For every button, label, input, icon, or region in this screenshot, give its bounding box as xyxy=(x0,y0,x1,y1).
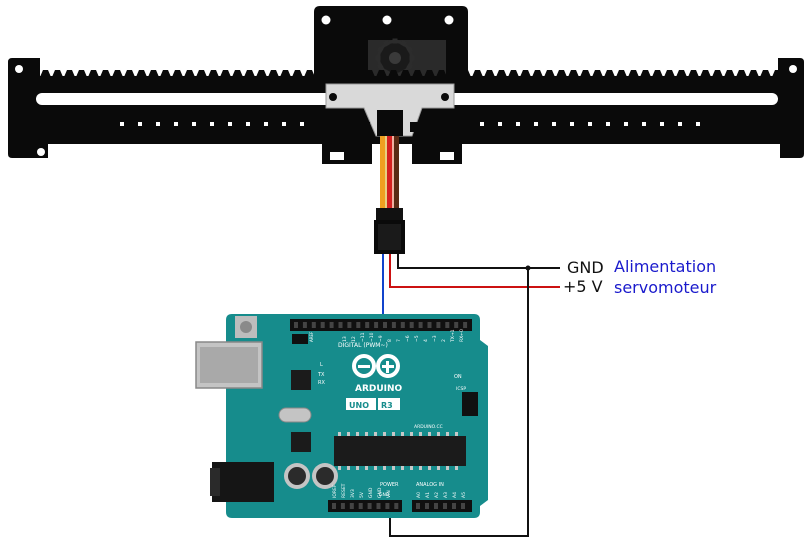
pin-label: 12 xyxy=(351,336,357,342)
board-label-icsp: ICSP xyxy=(456,386,466,392)
power-wiring xyxy=(382,254,560,537)
power-label-line2: servomoteur xyxy=(614,278,717,297)
pin-label: GND xyxy=(368,487,374,498)
servo-connector xyxy=(374,208,405,254)
wire-plus5v xyxy=(389,254,560,288)
pin-label: VIN xyxy=(386,490,392,498)
board-label-l: L xyxy=(320,362,323,368)
pin-label: RX←0 xyxy=(459,329,465,342)
board-label-on: ON xyxy=(454,374,462,380)
wire-brown-ground xyxy=(394,136,399,210)
pin-label: 8 xyxy=(387,339,393,342)
digital-header xyxy=(290,319,472,331)
pin-label: ~9 xyxy=(378,335,384,342)
servo-rack-assembly xyxy=(8,6,804,164)
pin-label: 5V xyxy=(359,491,365,498)
wire-red-power xyxy=(387,136,392,210)
board-label-brand: ARDUINO xyxy=(355,384,403,394)
board-label-revision: R3 xyxy=(381,401,393,410)
pin-label: A3 xyxy=(443,492,449,498)
pin-label: RESET xyxy=(341,483,347,498)
board-label-power: POWER xyxy=(380,482,399,488)
pin-label: GND xyxy=(377,487,383,498)
pin-label: 4 xyxy=(423,339,429,342)
icsp-header xyxy=(462,392,478,416)
pin-label: A4 xyxy=(452,492,458,498)
pin-label: A1 xyxy=(425,492,431,498)
pin-label: TX→1 xyxy=(450,329,456,343)
end-hole xyxy=(789,65,797,73)
servo-cable-exit xyxy=(377,110,403,136)
wire-orange-signal xyxy=(380,136,385,210)
wire-gnd-return xyxy=(389,268,529,537)
pin-label: 7 xyxy=(396,339,402,342)
rack-teeth xyxy=(40,70,783,77)
end-hole xyxy=(37,148,45,156)
pin-label: ~6 xyxy=(405,335,411,342)
mount-hole xyxy=(444,15,454,25)
pin-label: A0 xyxy=(416,492,422,498)
pin-label: 3V3 xyxy=(350,489,356,498)
barrel-jack xyxy=(212,462,274,502)
pin-label: 2 xyxy=(441,339,447,342)
mount-hole xyxy=(321,15,331,25)
wire-gnd xyxy=(397,254,560,269)
pin-label: ~11 xyxy=(360,332,366,342)
usb-chip xyxy=(291,370,311,390)
board-label-site: ARDUINO.CC xyxy=(414,424,443,430)
pin-label: ~10 xyxy=(369,332,375,342)
pin-label: ~5 xyxy=(414,335,420,342)
power-label-line1: Alimentation xyxy=(614,257,717,276)
servo-cable xyxy=(380,136,399,210)
board-label-tx: TX xyxy=(317,372,325,378)
mount-hole xyxy=(382,15,392,25)
rack-rivets xyxy=(120,122,700,126)
pin-label: A5 xyxy=(461,492,467,498)
clamp-right xyxy=(412,130,462,164)
board-label-model: UNO xyxy=(349,401,369,410)
arduino-logo xyxy=(352,354,400,378)
atmega-chip xyxy=(334,436,466,466)
gnd-label: GND xyxy=(567,258,604,277)
end-hole xyxy=(767,148,775,156)
crystal xyxy=(278,407,312,423)
board-label-analog: ANALOG IN xyxy=(416,482,444,488)
board-label-aref: AREF xyxy=(309,331,314,342)
end-hole xyxy=(15,65,23,73)
power-header xyxy=(328,500,402,512)
junction-dot xyxy=(525,265,531,271)
plus5v-label: +5 V xyxy=(563,277,603,296)
pin-label: 13 xyxy=(342,336,348,342)
pin-label: ~3 xyxy=(432,335,438,342)
pin-label: IOREF xyxy=(332,484,338,498)
board-label-rx: RX xyxy=(318,380,325,386)
pinion-gear xyxy=(375,38,415,78)
pin-label: A2 xyxy=(434,492,440,498)
board-label-digital: DIGITAL (PWM~) xyxy=(338,342,388,349)
clamp-left xyxy=(322,130,372,164)
arduino-uno-board: DIGITAL (PWM~) ARDUINO UNO R3 ARDUINO.CC… xyxy=(195,314,488,518)
board-label-gnd: GND xyxy=(379,492,390,498)
